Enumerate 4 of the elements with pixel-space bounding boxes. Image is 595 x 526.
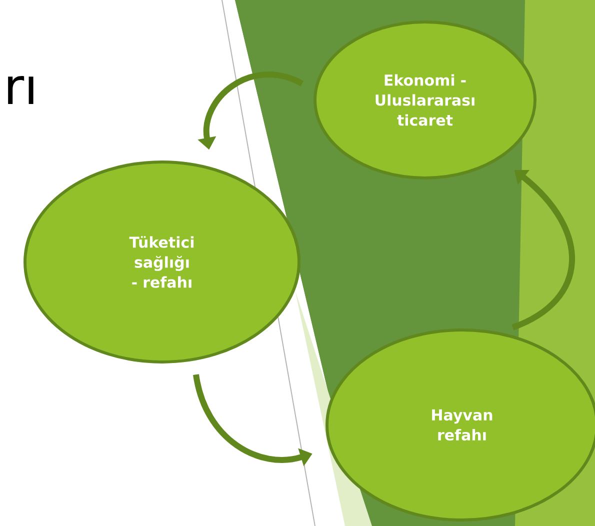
ellipse-node: Ekonomi - Uluslararası ticaret [314,20,536,180]
ellipse-node: Hayvan refahı [326,328,595,522]
title: rı [8,76,34,104]
ellipse-node: Tüketici sağlığı - refahı [24,160,300,364]
